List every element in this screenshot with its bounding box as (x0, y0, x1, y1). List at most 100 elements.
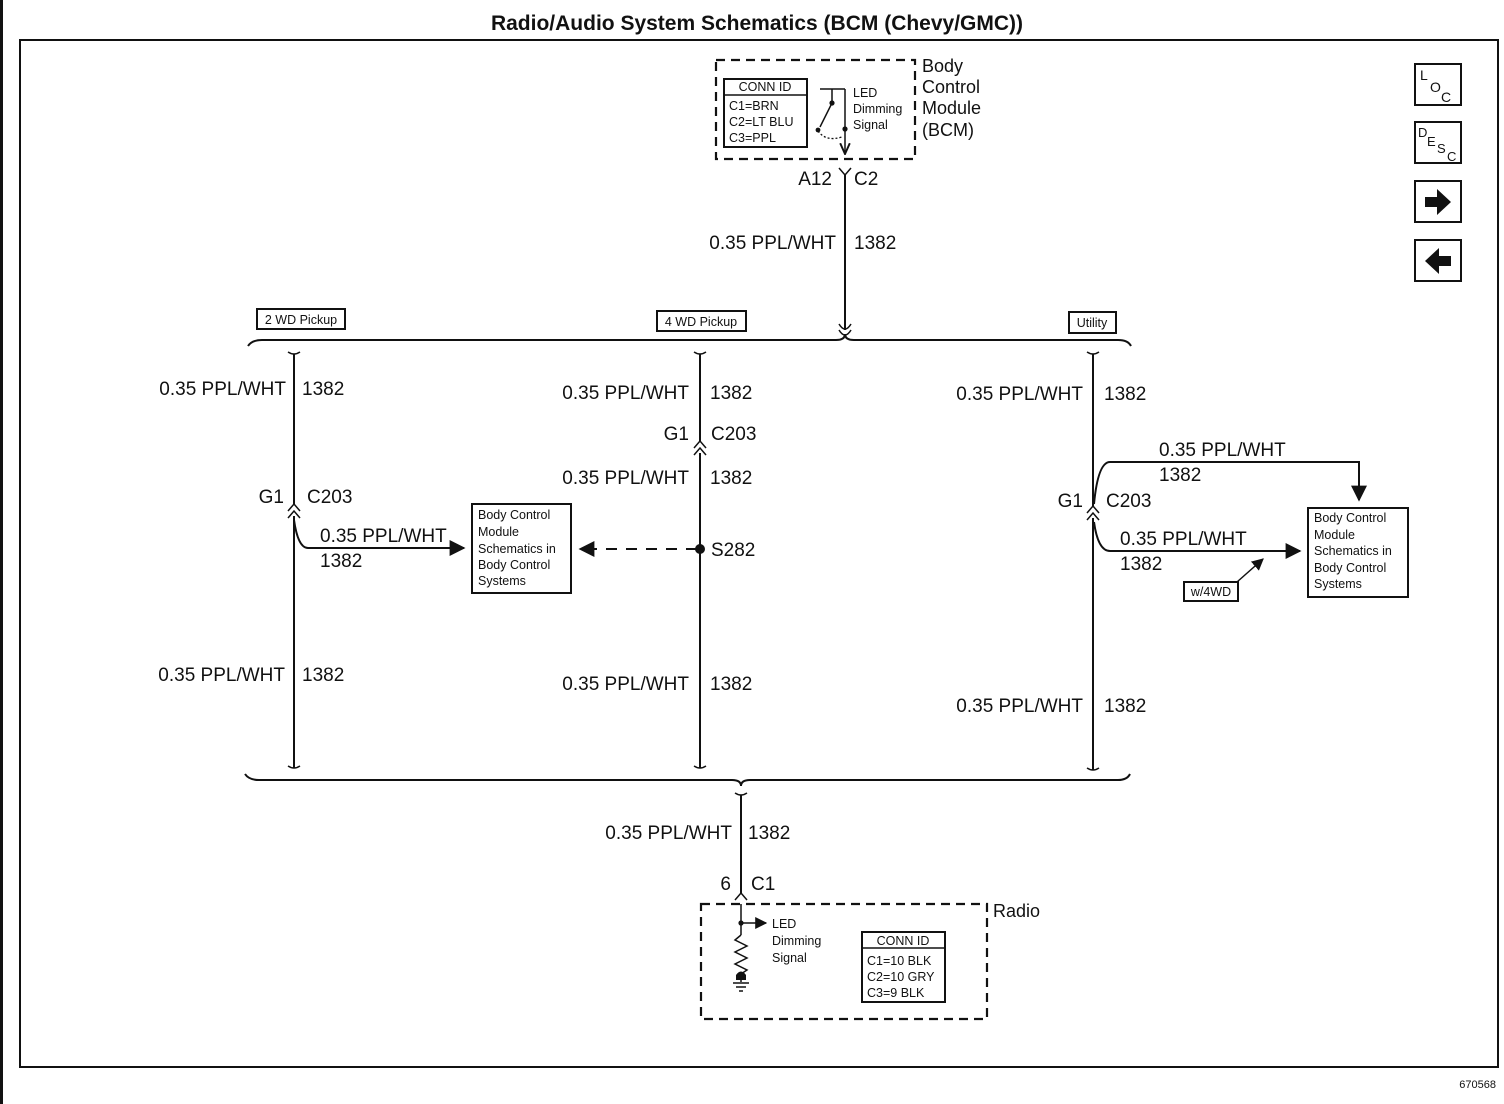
pin-4wd: G1 (664, 424, 689, 445)
radio-conn-id-line-1: C1=10 BLK (867, 954, 932, 968)
bcm-conn-id-line-3: C3=PPL (729, 131, 776, 145)
splice-s282: S282 (711, 540, 755, 561)
branch-4wd (578, 351, 707, 769)
bcm-conn-id-box (723, 78, 808, 148)
prev-button[interactable] (1414, 239, 1462, 282)
left-edge-bar (0, 0, 3, 1104)
desc-letter-c: C (1447, 149, 1456, 164)
wire-label-4wd-1: 0.35 PPL/WHT (562, 383, 689, 404)
connector-2wd: C203 (307, 487, 352, 508)
bcm-dashed-outline (714, 58, 917, 161)
desc-button[interactable]: D E S C (1414, 121, 1462, 164)
bcm-connector: C2 (854, 169, 878, 190)
wire-label-2wd-branch: 0.35 PPL/WHT (320, 526, 447, 547)
bcm-signal-line-3: Signal (853, 118, 888, 132)
page-title: Radio/Audio System Schematics (BCM (Chev… (491, 12, 1023, 35)
pin-utility: G1 (1058, 491, 1083, 512)
loc-letter-o: O (1430, 79, 1441, 95)
ground-icon (736, 971, 746, 980)
bcm-name-line-2: Control (922, 77, 980, 97)
radio-connector: C1 (751, 874, 775, 895)
radio-signal-line-3: Signal (772, 951, 807, 965)
circuit-utility-lower: 1382 (1104, 696, 1146, 717)
circuit-4wd-2: 1382 (710, 468, 752, 489)
pin-2wd: G1 (259, 487, 284, 508)
splice-s282-dot (695, 544, 705, 554)
c203-connector-symbol-utility (1086, 504, 1100, 521)
svg-text:Systems: Systems (1314, 577, 1362, 591)
ref-box-bcm-2wd[interactable]: Body Control Module Schematics in Body C… (471, 503, 572, 594)
connector-utility: C203 (1106, 491, 1151, 512)
bcm-signal-line-2: Dimming (853, 102, 902, 116)
radio-conn-id-box (861, 931, 946, 1003)
svg-text:Module: Module (478, 525, 519, 539)
loc-letter-c: C (1441, 89, 1451, 105)
branch-utility (1086, 351, 1367, 771)
bcm-conn-id-line-1: C1=BRN (729, 99, 779, 113)
loc-letter-l: L (1420, 67, 1428, 83)
radio-conn-id-header: CONN ID (877, 934, 930, 948)
radio-conn-id-line-3: C3=9 BLK (867, 986, 925, 1000)
svg-text:Systems: Systems (478, 574, 526, 588)
svg-text:Body Control: Body Control (478, 558, 550, 572)
tag-utility: Utility (1068, 311, 1117, 334)
circuit-4wd-3: 1382 (710, 674, 752, 695)
bcm-name-line-4: (BCM) (922, 120, 974, 140)
bcm-connector-symbol (838, 167, 852, 177)
figure-id: 670568 (1459, 1079, 1496, 1091)
upper-bus-bracket (247, 333, 1132, 347)
wire-label-utility-upper: 0.35 PPL/WHT (956, 384, 1083, 405)
radio-conn-id-line-2: C2=10 GRY (867, 970, 935, 984)
wire-label-4wd-3: 0.35 PPL/WHT (562, 674, 689, 695)
circuit-utility-branch-1: 1382 (1159, 465, 1201, 486)
svg-text:Utility: Utility (1077, 316, 1108, 330)
svg-text:4 WD Pickup: 4 WD Pickup (665, 315, 737, 329)
bcm-conn-id-line-2: C2=LT BLU (729, 115, 794, 129)
svg-text:Body Control: Body Control (1314, 511, 1386, 525)
wire-label-utility-branch-2: 0.35 PPL/WHT (1120, 529, 1247, 550)
svg-text:w/4WD: w/4WD (1190, 585, 1231, 599)
wire-label-2wd-lower: 0.35 PPL/WHT (158, 665, 285, 686)
svg-text:Body Control: Body Control (478, 508, 550, 522)
wire-label-utility-lower: 0.35 PPL/WHT (956, 696, 1083, 717)
lower-bus-bracket (244, 773, 1131, 787)
led-dimming-switch-icon (815, 88, 848, 154)
radio-signal-line-2: Dimming (772, 934, 821, 948)
left-arrow-icon (1425, 248, 1451, 274)
desc-letter-s: S (1437, 141, 1446, 156)
wire-label-2wd-upper: 0.35 PPL/WHT (159, 379, 286, 400)
svg-text:Schematics in: Schematics in (1314, 544, 1392, 558)
c203-connector-symbol-4wd (693, 439, 707, 456)
loc-button[interactable]: L O C (1414, 63, 1462, 106)
circuit-2wd-upper: 1382 (302, 379, 344, 400)
wire-label-top: 0.35 PPL/WHT (709, 233, 836, 254)
circuit-top: 1382 (854, 233, 896, 254)
ref-box-bcm-utility[interactable]: Body Control Module Schematics in Body C… (1307, 507, 1409, 598)
bcm-component: CONN ID C1=BRN C2=LT BLU C3=PPL LED Dimm… (714, 56, 981, 161)
circuit-4wd-1: 1382 (710, 383, 752, 404)
svg-text:Module: Module (1314, 528, 1355, 542)
svg-text:Schematics in: Schematics in (478, 542, 556, 556)
bcm-pin: A12 (798, 169, 832, 190)
circuit-bottom: 1382 (748, 823, 790, 844)
desc-letter-e: E (1427, 134, 1436, 149)
radio-led-circuit-icon (733, 904, 768, 992)
tag-w4wd: w/4WD (1183, 581, 1239, 602)
next-button[interactable] (1414, 180, 1462, 223)
bcm-name-line-3: Module (922, 98, 981, 118)
tag-4wd-pickup: 4 WD Pickup (656, 310, 747, 332)
wire-label-utility-branch-1: 0.35 PPL/WHT (1159, 440, 1286, 461)
svg-text:2 WD Pickup: 2 WD Pickup (265, 313, 337, 327)
wire-label-4wd-2: 0.35 PPL/WHT (562, 468, 689, 489)
circuit-utility-branch-2: 1382 (1120, 554, 1162, 575)
radio-connector-symbol (734, 891, 748, 901)
circuit-utility-upper: 1382 (1104, 384, 1146, 405)
bcm-name-line-1: Body (922, 56, 963, 76)
branch-2wd (287, 351, 466, 769)
radio-name: Radio (993, 901, 1040, 921)
radio-component: Radio LED Dimming Signal CONN ID C1=10 B… (699, 901, 1040, 1021)
connector-4wd: C203 (711, 424, 756, 445)
radio-dashed-outline (699, 902, 989, 1021)
bcm-signal-line-1: LED (853, 86, 877, 100)
svg-text:Body Control: Body Control (1314, 561, 1386, 575)
